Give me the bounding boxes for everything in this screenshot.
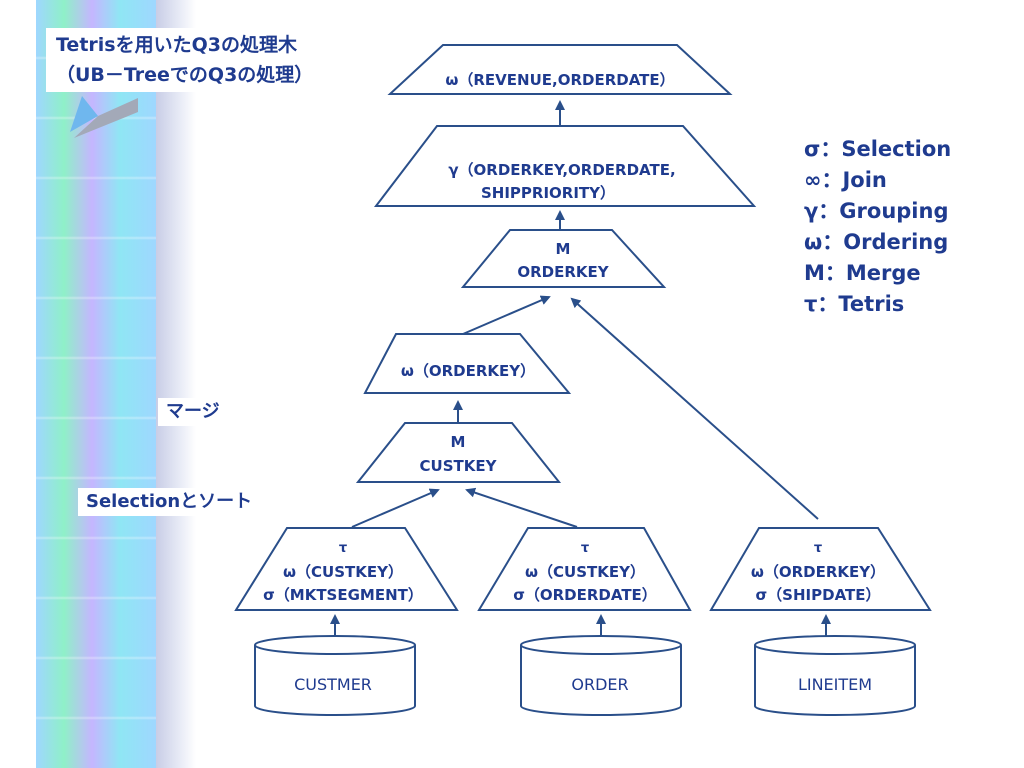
legend-item-tetris: τ：Tetris [804,292,905,316]
node-leaf2-label-3: σ（ORDERDATE） [513,586,657,604]
legend-item-grouping: γ：Grouping [804,199,949,223]
node-group-label-1: γ（ORDERKEY,ORDERDATE, [448,161,675,179]
database-order-icon [520,635,682,716]
node-leaf2-label-2: ω（CUSTKEY） [525,563,645,581]
node-leaf2-label-1: τ [581,541,589,556]
node-merge-orderkey-label-2: ORDERKEY [517,263,609,281]
title-line-2: （UB－TreeでのQ3の処理） [56,64,314,86]
legend: σ：Selection ∞：Join γ：Grouping ω：Ordering… [804,134,951,320]
legend-item-ordering: ω：Ordering [804,230,949,254]
node-merge-custkey-label-2: CUSTKEY [420,457,498,475]
node-ordering-orderkey-shape [363,333,572,394]
node-group-shape [373,125,757,207]
edge-ordering-to-merge1 [462,295,551,335]
node-leaf1-label-1: τ [339,541,347,556]
node-ordering-orderkey-label: ω（ORDERKEY） [401,362,535,380]
node-merge-orderkey-label-1: M [556,240,571,258]
node-merge-orderkey-shape [460,229,667,288]
node-leaf3-label-1: τ [814,541,822,556]
node-leaf2-shape [477,527,692,611]
legend-item-selection: σ：Selection [804,137,952,161]
database-customer-icon [254,635,416,716]
selection-sort-label: Selectionとソート [78,488,261,516]
node-leaf1-shape [234,527,459,611]
node-merge-custkey-label-1: M [451,433,466,451]
node-merge-custkey-shape [355,422,562,483]
edge-leaf1-to-merge2 [351,488,440,528]
decorative-arrow-icon [70,96,138,138]
merge-label: マージ [158,398,228,426]
title-line-1: Tetrisを用いたQ3の処理木 [56,34,297,56]
node-leaf3-label-2: ω（ORDERKEY） [751,563,885,581]
table-customer-label: CUSTMER [294,675,372,694]
slide-title: Tetrisを用いたQ3の処理木 （UB－TreeでのQ3の処理） [46,28,324,92]
node-top-label: ω（REVENUE,ORDERDATE） [445,71,674,89]
decorative-left-fade [156,0,196,768]
node-leaf1-label-2: ω（CUSTKEY） [283,563,403,581]
node-group-label-2: SHIPPRIORITY） [481,184,615,202]
table-lineitem-label: LINEITEM [798,675,872,694]
node-leaf3-shape [709,527,932,611]
node-leaf3-label-3: σ（SHIPDATE） [756,586,881,604]
edge-leaf2-to-merge2 [465,487,578,528]
table-order-label: ORDER [571,675,628,694]
edge-leaf3-to-merge1 [570,297,819,520]
legend-item-join: ∞：Join [804,168,887,192]
database-lineitem-icon [754,635,916,716]
node-leaf1-label-3: σ（MKTSEGMENT） [263,586,423,604]
node-top-shape [387,44,733,95]
legend-item-merge: M：Merge [804,261,921,285]
